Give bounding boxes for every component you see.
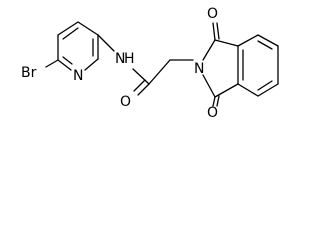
bond-c-br [45,59,59,68]
bond-chain [148,59,171,85]
bond-c-o [216,22,220,40]
bond [57,21,79,36]
bond-inner [62,27,79,40]
bond-ring-nh [97,34,115,52]
atom-n-amide: N [115,51,125,67]
atom-n-pyridine: N [73,68,83,84]
atom-h-amide: H [124,51,135,67]
pyridine-ring [57,21,99,71]
bond [257,83,279,97]
bond [57,59,72,71]
bond [237,34,259,47]
bond [202,74,216,98]
bond [84,58,99,71]
bond-carbonyl-o [133,79,146,92]
atom-o-imide-bottom: O [207,105,218,121]
phthalimide [202,22,279,107]
bond-inner [62,56,73,65]
bond [214,83,239,98]
atom-n-imide: N [194,61,204,77]
chemical-structure-diagram: Br N N H O N O O [21,6,279,121]
bond-inner [257,80,273,91]
bond [237,83,259,97]
bond [257,34,279,47]
bond-c-o [216,95,220,107]
bond [214,39,239,47]
bond-c-o [212,22,216,41]
bond-nh-carbonyl [132,68,150,85]
atom-o-amide: O [120,94,131,110]
bond-carbonyl-o [137,83,150,96]
bond [202,39,216,61]
bond-c-o [212,96,216,107]
bond [77,21,99,36]
bond-inner [257,40,273,50]
atom-o-imide-top: O [207,6,218,22]
atom-br: Br [21,65,37,81]
